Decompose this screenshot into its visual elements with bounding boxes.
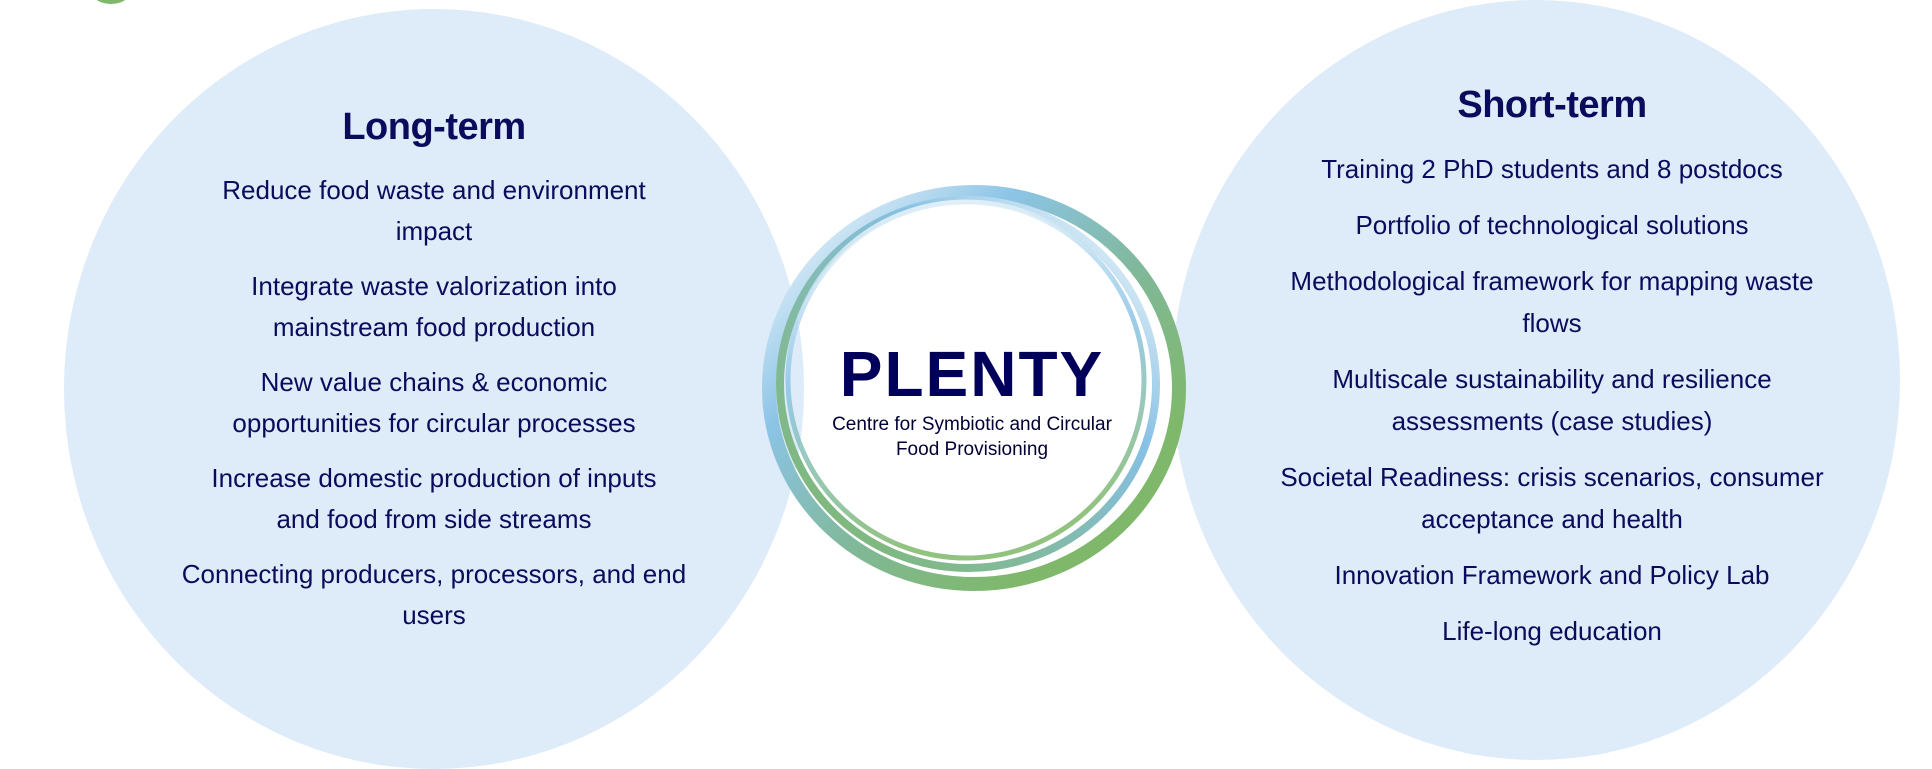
long-term-item: Connecting producers, processors, and en… — [181, 559, 687, 630]
short-term-item: Innovation Framework and Policy Lab — [1334, 560, 1770, 590]
short-term-section: Short-term Training 2 PhD students and 8… — [1212, 82, 1892, 666]
long-term-item: Integrate waste valorization into mainst… — [251, 271, 617, 342]
short-term-item: Portfolio of technological solutions — [1355, 210, 1749, 240]
logo-rings-icon — [762, 185, 1186, 591]
decorative-green-arc — [86, 0, 136, 4]
short-term-bubble — [1172, 0, 1900, 760]
outer-ring — [762, 185, 1186, 591]
logo-tagline: Centre for Symbiotic and Circular Food P… — [832, 414, 1112, 460]
logo-title: PLENTY — [839, 338, 1105, 410]
short-term-item: Methodological framework for mapping was… — [1290, 266, 1814, 338]
short-term-item: Training 2 PhD students and 8 postdocs — [1321, 154, 1783, 184]
long-term-heading: Long-term — [342, 106, 526, 148]
short-term-item: Societal Readiness: crisis scenarios, co… — [1280, 462, 1824, 534]
long-term-item: New value chains & economic opportunitie… — [232, 367, 636, 438]
long-term-bubble — [64, 9, 804, 769]
plenty-logo: PLENTY Centre for Symbiotic and Circular… — [752, 176, 1192, 596]
short-term-item: Life-long education — [1442, 616, 1662, 646]
long-term-section: Long-term Reduce food waste and environm… — [104, 104, 764, 650]
long-term-item: Increase domestic production of inputs a… — [211, 463, 657, 534]
short-term-item: Multiscale sustainability and resilience… — [1332, 364, 1772, 436]
long-term-item: Reduce food waste and environment impact — [222, 175, 646, 246]
inner-ring — [785, 199, 1147, 561]
short-term-heading: Short-term — [1457, 84, 1647, 126]
